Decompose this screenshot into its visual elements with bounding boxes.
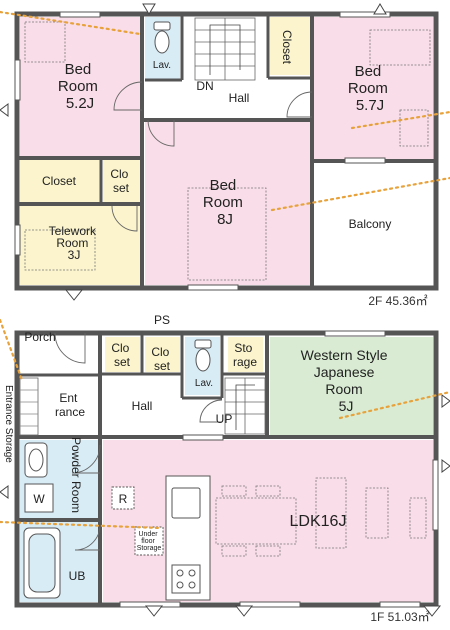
lav-1f-label: Lav. [195, 378, 213, 389]
ldk-fill [103, 440, 433, 602]
bed-room-nw-fill [20, 17, 140, 157]
closet-b-fill [145, 337, 180, 372]
telework-room-label: Telework Room 3J [49, 224, 100, 262]
entrance-label: Ent rance [55, 391, 85, 419]
washer-icon [24, 483, 54, 513]
entrance-shelves [20, 389, 38, 427]
closet-a-label: Clo set [111, 341, 132, 369]
closet-top-fill [270, 17, 310, 75]
balcony-fill [313, 163, 433, 285]
toilet-1f-icon [194, 339, 212, 372]
furniture-2f [24, 21, 431, 281]
kitchen-counter [165, 475, 211, 601]
floor-1f: Porch PS Clo set Clo set Lav. Sto rage W… [0, 313, 450, 624]
floor-2f-area: 2F 45.36㎡ [368, 294, 427, 308]
vent-markers-1f [0, 394, 450, 617]
floor-1f-area: 1F 51.03㎡ [370, 610, 429, 624]
entrance-storage-fill [19, 377, 39, 436]
powder-room-label: Powder Room [69, 437, 83, 513]
hall-2f-label: Hall [229, 91, 250, 105]
hall-1f-label: Hall [132, 399, 153, 413]
fridge-icon [111, 486, 135, 510]
closet-small-label: Clo set [110, 167, 131, 195]
porch-label: Porch [24, 330, 55, 344]
entrance-storage-label: Entrance Storage [3, 385, 14, 463]
doors-1f [54, 332, 223, 551]
bed-room-center-fill [145, 122, 310, 285]
bed-room-ne-label: Bed Room 5.7J [348, 63, 392, 114]
bed-room-center-label: Bed Room 8J [203, 177, 247, 228]
closet-left-fill [20, 160, 100, 203]
western-room-label: Western Style Japanese Room 5J [301, 347, 392, 414]
doors-2f [111, 81, 313, 232]
bath-label: UB [69, 569, 86, 583]
vent-markers-2f [0, 3, 387, 301]
floor-2f: Bed Room 5.2J Lav. DN Hall Closet Bed Ro… [0, 3, 439, 308]
washer-label: W [33, 492, 45, 506]
ldk-furniture [215, 477, 427, 557]
bed-room-nw-label: Bed Room 5.2J [58, 61, 102, 112]
stairs-1f [224, 377, 266, 435]
storage-fill [228, 337, 263, 372]
windows-1f [119, 330, 439, 608]
closet-small-fill [103, 160, 141, 203]
western-room-fill [270, 337, 433, 435]
view-lines [0, 10, 450, 530]
closet-b-label: Clo set [151, 345, 172, 373]
stairs-dn-label: DN [196, 79, 213, 93]
entrance-fill [40, 378, 100, 433]
ps-label: PS [154, 313, 170, 327]
ldk-label: LDK16J [290, 513, 347, 530]
stairs-2f [194, 17, 256, 81]
under-floor-storage-label: Under floor Storage [137, 531, 162, 552]
closet-a-fill [105, 337, 140, 372]
toilet-2f-icon [153, 21, 171, 54]
powder-sink-icon [24, 442, 48, 478]
balcony-label: Balcony [349, 217, 392, 231]
telework-fill [20, 206, 140, 285]
storage-label: Sto rage [233, 341, 257, 369]
closet-top-label: Closet [280, 30, 294, 65]
fridge-label: R [119, 492, 128, 506]
bed-room-ne-fill [313, 17, 433, 160]
lav-2f-label: Lav. [153, 60, 171, 71]
windows-2f [14, 11, 391, 291]
stairs-up-label: UP [216, 412, 233, 426]
closet-left-label: Closet [42, 174, 77, 188]
bathtub-icon [23, 527, 61, 599]
under-floor-storage-icon [134, 526, 164, 556]
